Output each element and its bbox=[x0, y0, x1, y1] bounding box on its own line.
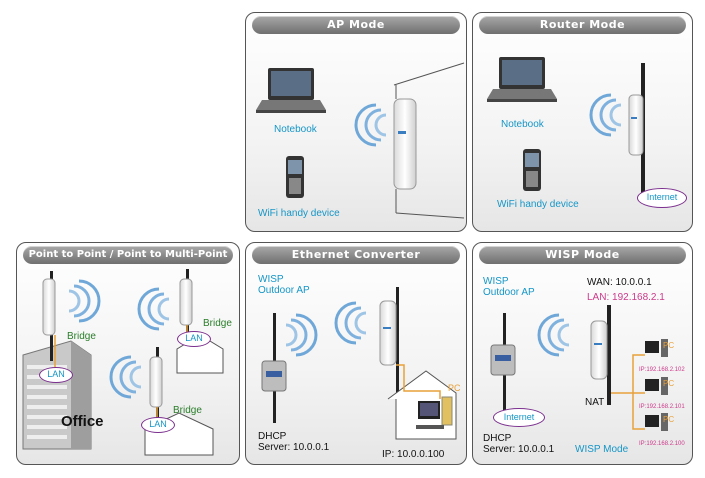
dhcp-server-label: Server: 10.0.0.1 bbox=[483, 444, 555, 455]
panel-ethernet-converter: Ethernet Converter WISP Outdoor AP P bbox=[245, 242, 467, 465]
panel-point-to-point: Point to Point / Point to Multi-Point bbox=[16, 242, 240, 465]
dhcp-label: DHCP bbox=[483, 433, 512, 444]
cable bbox=[396, 364, 441, 399]
wifi-waves-icon bbox=[109, 355, 143, 399]
panel-title: Ethernet Converter bbox=[252, 246, 460, 264]
wifi-waves-icon bbox=[67, 279, 101, 323]
office-label: Office bbox=[61, 413, 104, 430]
pc-icon bbox=[645, 339, 668, 357]
dhcp-label: DHCP bbox=[258, 431, 287, 442]
wifi-waves-icon bbox=[137, 287, 171, 331]
ethernet-converter-drawing bbox=[261, 287, 457, 440]
wisp-mode-drawing bbox=[490, 305, 668, 431]
bridge-label: Bridge bbox=[173, 405, 202, 416]
router-box-icon bbox=[261, 313, 287, 423]
bridge-label: Bridge bbox=[67, 331, 96, 342]
panel-title: Point to Point / Point to Multi-Point bbox=[23, 246, 233, 264]
wifi-waves-icon bbox=[354, 103, 388, 147]
p2p-drawing bbox=[22, 269, 224, 456]
wifi-handy-label: WiFi handy device bbox=[497, 199, 579, 210]
outdoor-ap-label: Outdoor AP bbox=[258, 285, 310, 296]
lan-badge: LAN bbox=[141, 417, 175, 433]
panel-title: WISP Mode bbox=[479, 246, 686, 264]
cable bbox=[611, 354, 645, 430]
ip-label: IP: 10.0.0.100 bbox=[382, 449, 445, 460]
access-point-icon bbox=[42, 271, 56, 361]
access-point-icon bbox=[628, 63, 645, 203]
access-point-icon bbox=[393, 98, 417, 190]
wall-outline bbox=[393, 62, 465, 219]
outdoor-ap-label: Outdoor AP bbox=[483, 287, 535, 298]
wifi-handy-label: WiFi handy device bbox=[258, 208, 340, 219]
notebook-label: Notebook bbox=[274, 124, 317, 135]
pc-ip-label: IP:192.168.2.100 bbox=[639, 441, 685, 447]
wifi-waves-icon bbox=[589, 93, 623, 137]
access-point-icon bbox=[179, 269, 193, 345]
panel-title: Router Mode bbox=[479, 16, 686, 34]
access-point-icon bbox=[379, 287, 399, 407]
internet-badge: Internet bbox=[637, 188, 687, 208]
router-box-icon bbox=[490, 313, 516, 423]
laptop-icon bbox=[256, 68, 326, 113]
ap-mode-drawing bbox=[256, 62, 465, 219]
bridge-label: Bridge bbox=[203, 318, 232, 329]
phone-icon bbox=[523, 149, 541, 191]
router-mode-drawing bbox=[487, 57, 645, 203]
wifi-waves-icon bbox=[284, 313, 318, 357]
wifi-waves-icon bbox=[334, 301, 368, 345]
panel-title: AP Mode bbox=[252, 16, 460, 34]
pc-icon bbox=[645, 413, 668, 431]
wifi-waves-icon bbox=[537, 313, 571, 357]
pc-ip-label: IP:192.168.2.102 bbox=[639, 367, 685, 373]
laptop-icon bbox=[487, 57, 557, 102]
panel-wisp-mode: WISP Mode WISP Outdoor AP WAN: 10. bbox=[472, 242, 693, 465]
pc-label: PC bbox=[663, 415, 675, 424]
pc-label: PC bbox=[663, 379, 675, 388]
access-point-icon bbox=[149, 347, 163, 423]
notebook-label: Notebook bbox=[501, 119, 544, 130]
pc-label: PC bbox=[448, 383, 461, 393]
pc-label: PC bbox=[663, 341, 675, 350]
phone-icon bbox=[286, 156, 304, 198]
wan-label: WAN: 10.0.0.1 bbox=[587, 277, 652, 288]
panel-router-mode: Router Mode Notebook WiFi handy device I… bbox=[472, 12, 693, 232]
lan-badge: LAN bbox=[177, 331, 211, 347]
dhcp-server-label: Server: 10.0.0.1 bbox=[258, 442, 330, 453]
wisp-mode-label: WISP Mode bbox=[575, 444, 629, 455]
wisp-label: WISP bbox=[258, 274, 284, 285]
nat-label: NAT bbox=[585, 397, 605, 408]
building-icon bbox=[22, 340, 92, 450]
lan-label: LAN: 192.168.2.1 bbox=[587, 292, 665, 303]
wisp-label: WISP bbox=[483, 276, 509, 287]
pc-ip-label: IP:192.168.2.101 bbox=[639, 404, 685, 410]
pc-icon bbox=[416, 396, 453, 429]
lan-badge: LAN bbox=[39, 367, 73, 383]
panel-ap-mode: AP Mode Notebook bbox=[245, 12, 467, 232]
internet-badge: Internet bbox=[493, 408, 545, 427]
pc-icon bbox=[645, 377, 668, 395]
access-point-icon bbox=[590, 305, 611, 405]
